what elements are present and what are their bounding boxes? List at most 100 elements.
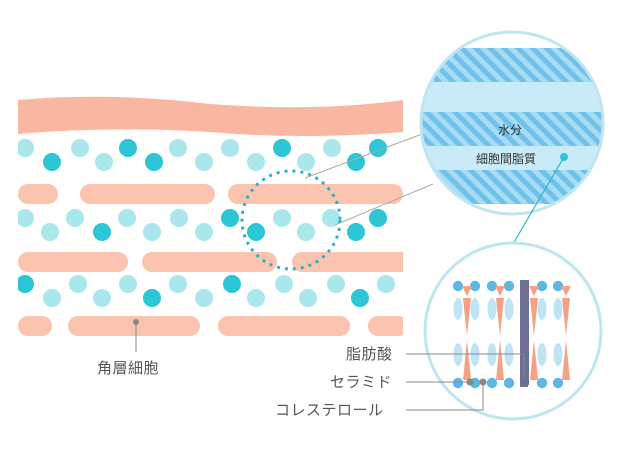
lipid-head (503, 377, 515, 389)
intercellular-dot (221, 139, 239, 157)
lipid-head (552, 377, 564, 389)
intercellular-dot (247, 289, 265, 307)
intercellular-dot (118, 209, 136, 227)
water-label: 水分 (498, 123, 523, 137)
fatty-acid-tail (530, 340, 538, 380)
corneocyte-cell (18, 252, 128, 272)
corneocyte-cell (218, 316, 350, 336)
intercellular-dot (377, 275, 395, 293)
intercellular-dot (275, 275, 293, 293)
fatty-acid-tail (496, 298, 504, 336)
fatty-acid-head (529, 286, 539, 296)
lipid-head (536, 280, 548, 292)
intercellular-dot-dark (273, 139, 291, 157)
fatty-acid-head (495, 286, 505, 296)
lipid-tail (553, 298, 563, 320)
intercellular-dot (273, 209, 291, 227)
intercellular-dot (195, 153, 213, 171)
fatty-acid-label: 脂肪酸 (346, 345, 393, 363)
intercellular-dot-dark (369, 209, 387, 227)
intercellular-dot (247, 153, 265, 171)
intercellular-dot (297, 223, 315, 241)
intercellular-dot-dark (223, 275, 241, 293)
intercellular-dot (143, 223, 161, 241)
lipid-head (503, 280, 515, 292)
intercellular-dot (95, 153, 113, 171)
corneocyte-cell (292, 252, 403, 272)
hatched-band (421, 112, 603, 146)
intercellular-dot (69, 275, 87, 293)
intercellular-dot (195, 289, 213, 307)
intercellular-dot (93, 289, 111, 307)
lipid-head (469, 280, 481, 292)
lipid-tail (537, 298, 547, 320)
lipid-tail (553, 343, 563, 366)
intercellular-dot-dark (247, 223, 265, 241)
lipid-head (486, 377, 498, 389)
intercellular-dot-dark (18, 275, 34, 293)
intercellular-dot (170, 209, 188, 227)
intercellular-dot-dark (93, 223, 111, 241)
intercellular-dot (323, 139, 341, 157)
fatty-acid-tail (463, 340, 471, 380)
corneocyte-cell (68, 316, 200, 336)
lipid-tail (470, 298, 480, 320)
corneocyte-cell (18, 316, 52, 336)
molecule-circle (423, 241, 603, 421)
intercellular-dot (119, 275, 137, 293)
corneocyte-cell (142, 252, 277, 272)
corneocyte-cell (18, 184, 58, 204)
lipid-head (452, 377, 464, 389)
magnifier-line-top (304, 130, 431, 179)
lipid-head (486, 280, 498, 292)
plain-band (421, 146, 603, 170)
lipid-tail (453, 298, 463, 320)
magnifier-line-bottom (334, 183, 434, 226)
magnifier-circle (240, 169, 342, 271)
corneocyte-cell (80, 184, 215, 204)
intercellular-dot (169, 275, 187, 293)
skin-layer (18, 96, 403, 336)
intercellular-lipid-label: 細胞間脂質 (476, 152, 537, 166)
intercellular-dot (169, 139, 187, 157)
lipid-tail (504, 298, 514, 320)
fatty-acid-head (561, 286, 571, 296)
fatty-acid-tail (463, 298, 471, 336)
intercellular-dot (41, 223, 59, 241)
lipid-leader-line (509, 156, 565, 250)
intercellular-dot (18, 139, 34, 157)
intercellular-dot (299, 289, 317, 307)
fatty-acid-tail (530, 298, 538, 336)
lipid-head (536, 377, 548, 389)
intercellular-dot-dark (221, 209, 239, 227)
intercellular-dot (195, 223, 213, 241)
intercellular-dot (71, 139, 89, 157)
skin-surface (18, 96, 403, 136)
hatched-band (421, 48, 603, 82)
intercellular-dots (18, 139, 395, 307)
corneocyte-group (18, 184, 403, 336)
lipid-head (552, 280, 564, 292)
intercellular-dot (297, 153, 315, 171)
cholesterol-label: コレステロール (275, 401, 384, 419)
lipid-tail (487, 298, 497, 320)
corneocyte-cell (228, 184, 403, 204)
ceramide-label: セラミド (330, 373, 393, 391)
intercellular-dot-dark (145, 153, 163, 171)
intercellular-dot-dark (119, 139, 137, 157)
fatty-acid-tail (496, 340, 504, 380)
intercellular-dot (322, 209, 340, 227)
fatty-acid-head (462, 286, 472, 296)
intercellular-dot (66, 209, 84, 227)
intercellular-dot-dark (347, 153, 365, 171)
corneocyte-label: 角層細胞 (97, 359, 160, 377)
fatty-acid-tail (562, 298, 570, 336)
intercellular-dot (43, 289, 61, 307)
intercellular-dot-dark (351, 289, 369, 307)
intercellular-dot (18, 209, 34, 227)
label-leaders (133, 319, 528, 411)
cholesterol-molecule (520, 280, 529, 385)
intercellular-dot-dark (143, 289, 161, 307)
fatty-acid-tail (562, 340, 570, 380)
